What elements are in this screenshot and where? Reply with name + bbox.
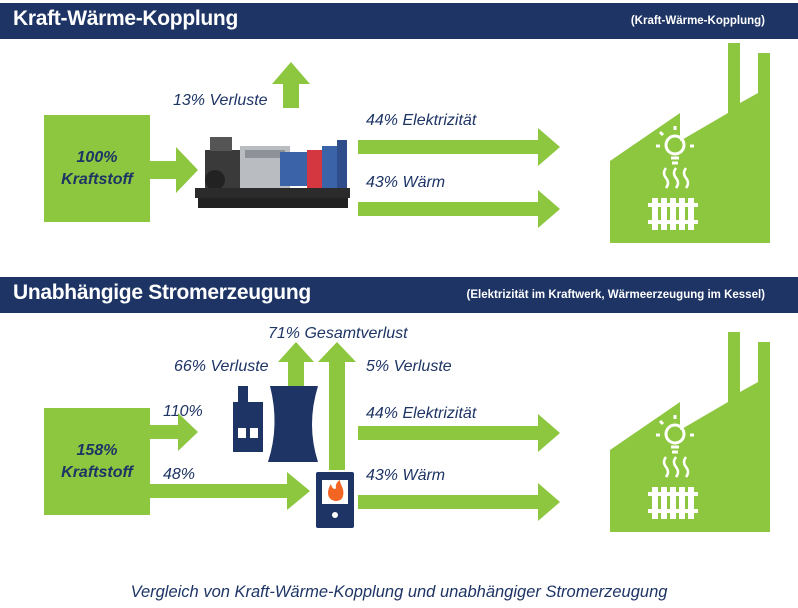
boiler-loss-arrow bbox=[318, 342, 356, 470]
header-cogeneration: Kraft-Wärme-Kopplung (Kraft-Wärme-Kopplu… bbox=[0, 3, 798, 39]
cogen-heat-arrow bbox=[358, 190, 560, 228]
section2-subtitle: (Elektrizität im Kraftwerk, Wärmeerzeugu… bbox=[466, 289, 765, 301]
fuel-to-plant-arrow bbox=[150, 413, 198, 451]
boiler-icon bbox=[316, 472, 354, 528]
generator-image bbox=[195, 137, 350, 208]
cogen-loss-label: 13% Verluste bbox=[173, 92, 268, 109]
independent-heat-label: 43% Wärm bbox=[366, 467, 446, 484]
cogen-electricity-label: 44% Elektrizität bbox=[366, 112, 477, 129]
cogen-fuel-box: 100% Kraftstoff bbox=[44, 115, 150, 222]
fuel-to-generator-arrow bbox=[150, 147, 198, 193]
cogen-heat-label: 43% Wärm bbox=[366, 174, 446, 191]
figure-caption: Vergleich von Kraft-Wärme-Kopplung und u… bbox=[130, 583, 668, 601]
independent-electricity-arrow bbox=[358, 414, 560, 452]
total-loss-label: 71% Gesamtverlust bbox=[268, 325, 408, 342]
to-plant-label: 110% bbox=[163, 403, 203, 420]
independent-heat-arrow bbox=[358, 483, 560, 521]
lightbulb-icon bbox=[656, 126, 694, 165]
fuel-to-boiler-arrow bbox=[150, 472, 310, 510]
radiator-icon bbox=[648, 198, 698, 230]
cogen-fuel-label: 100% Kraftstoff bbox=[61, 148, 133, 188]
power-plant-icon bbox=[233, 386, 263, 452]
independent-electricity-label: 44% Elektrizität bbox=[366, 405, 477, 422]
header-independent: Unabhängige Stromerzeugung (Elektrizität… bbox=[0, 277, 798, 313]
flame-icon bbox=[328, 480, 344, 501]
lightbulb-icon bbox=[656, 415, 694, 454]
boiler-loss-label: 5% Verluste bbox=[366, 358, 452, 375]
cogen-loss-arrow bbox=[272, 62, 310, 108]
section2-title: Unabhängige Stromerzeugung bbox=[13, 281, 311, 304]
section1-title: Kraft-Wärme-Kopplung bbox=[13, 7, 238, 30]
plant-loss-arrow bbox=[278, 342, 314, 386]
radiator-icon bbox=[648, 487, 698, 519]
heat-waves-icon bbox=[662, 456, 690, 478]
independent-fuel-box: 158% Kraftstoff bbox=[44, 408, 150, 515]
plant-loss-label: 66% Verluste bbox=[174, 358, 269, 375]
section1-subtitle: (Kraft-Wärme-Kopplung) bbox=[630, 15, 765, 27]
to-boiler-label: 48% bbox=[163, 466, 196, 483]
independent-fuel-label: 158% Kraftstoff bbox=[61, 441, 133, 481]
cooling-tower-icon bbox=[268, 386, 318, 462]
heat-waves-icon bbox=[662, 167, 690, 189]
cogen-electricity-arrow bbox=[358, 128, 560, 166]
